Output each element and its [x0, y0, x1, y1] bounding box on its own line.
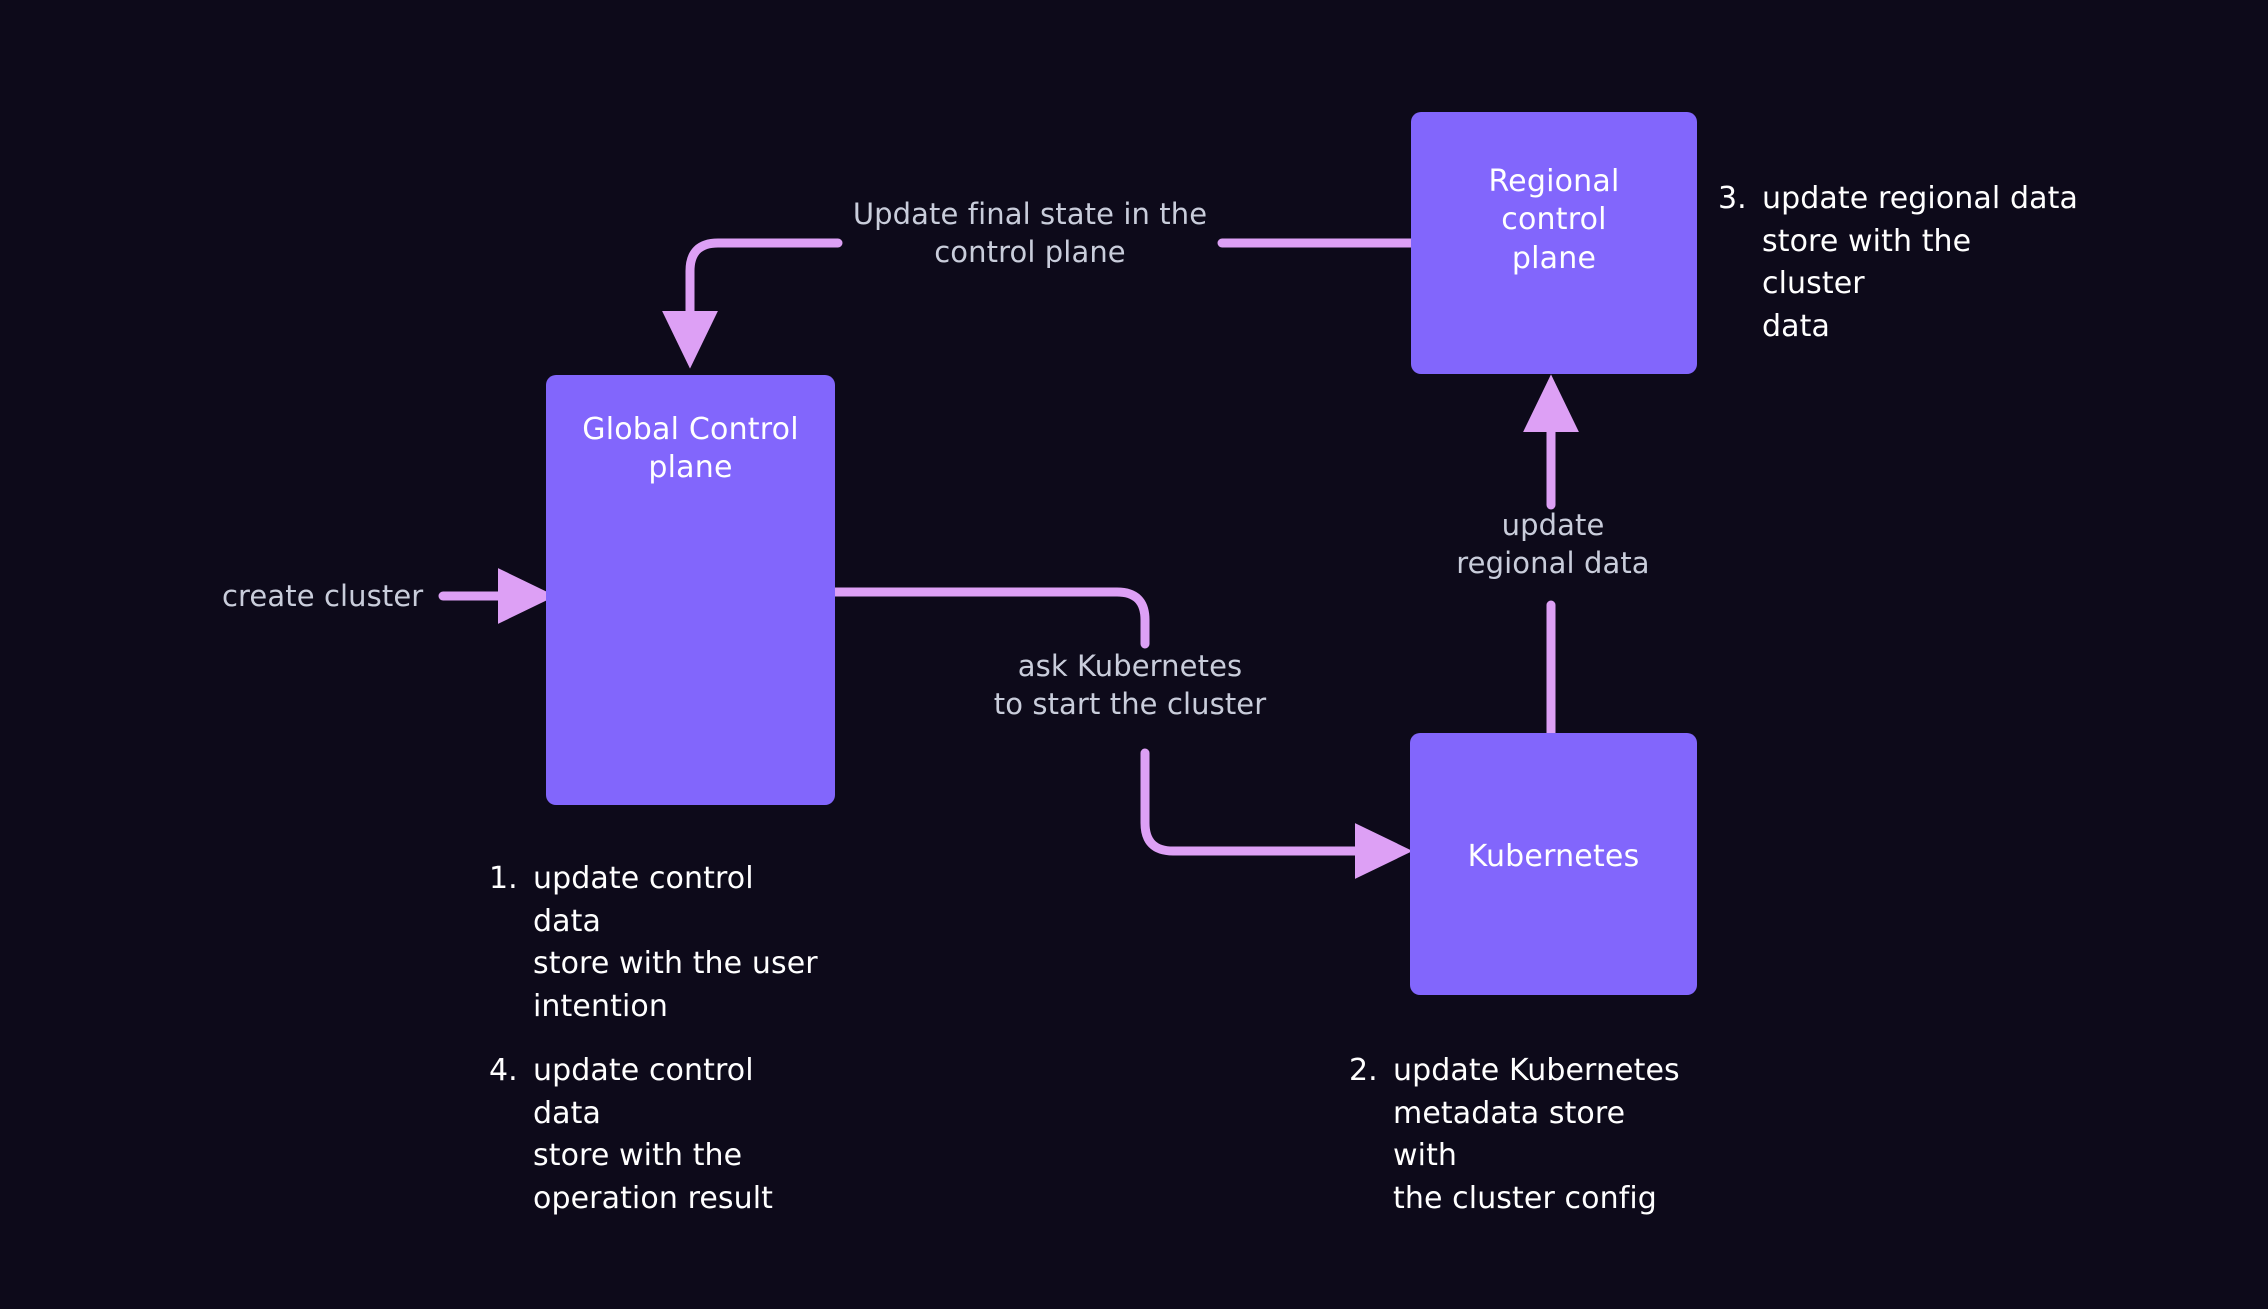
- edge-label-ask-kubernetes: ask Kubernetes to start the cluster: [993, 649, 1267, 721]
- annotation-step-1-text: update control data store with the user …: [533, 861, 818, 1024]
- annotation-step-3-text: update regional data store with the clus…: [1762, 181, 2078, 344]
- annotation-step-2-number: 2.: [1349, 1053, 1378, 1088]
- annotation-step-3-number: 3.: [1718, 181, 1747, 216]
- edge-label-create-cluster: create cluster: [222, 579, 424, 613]
- node-global-control-plane[interactable]: Global Control plane: [546, 375, 835, 805]
- node-regional-control-plane[interactable]: Regional control plane: [1411, 112, 1697, 374]
- edge-label-update-regional-data: update regional data: [1456, 508, 1650, 580]
- node-kubernetes[interactable]: Kubernetes: [1410, 733, 1697, 995]
- annotation-step-4-number: 4.: [489, 1053, 518, 1088]
- annotation-step-4: 4. update control data store with the op…: [489, 1050, 819, 1220]
- annotation-step-3: 3. update regional data store with the c…: [1718, 178, 2078, 348]
- node-global-control-plane-label: Global Control plane: [582, 412, 799, 486]
- annotation-step-2: 2. update Kubernetes metadata store with…: [1349, 1050, 1694, 1220]
- node-kubernetes-label: Kubernetes: [1467, 839, 1640, 874]
- annotation-step-1: 1. update control data store with the us…: [489, 858, 819, 1028]
- annotation-step-4-text: update control data store with the opera…: [533, 1053, 774, 1216]
- annotation-step-1-number: 1.: [489, 861, 518, 896]
- node-regional-control-plane-label: Regional control plane: [1488, 164, 1620, 276]
- edge-label-update-final-state: Update final state in the control plane: [852, 197, 1208, 269]
- annotation-step-2-text: update Kubernetes metadata store with th…: [1393, 1053, 1680, 1216]
